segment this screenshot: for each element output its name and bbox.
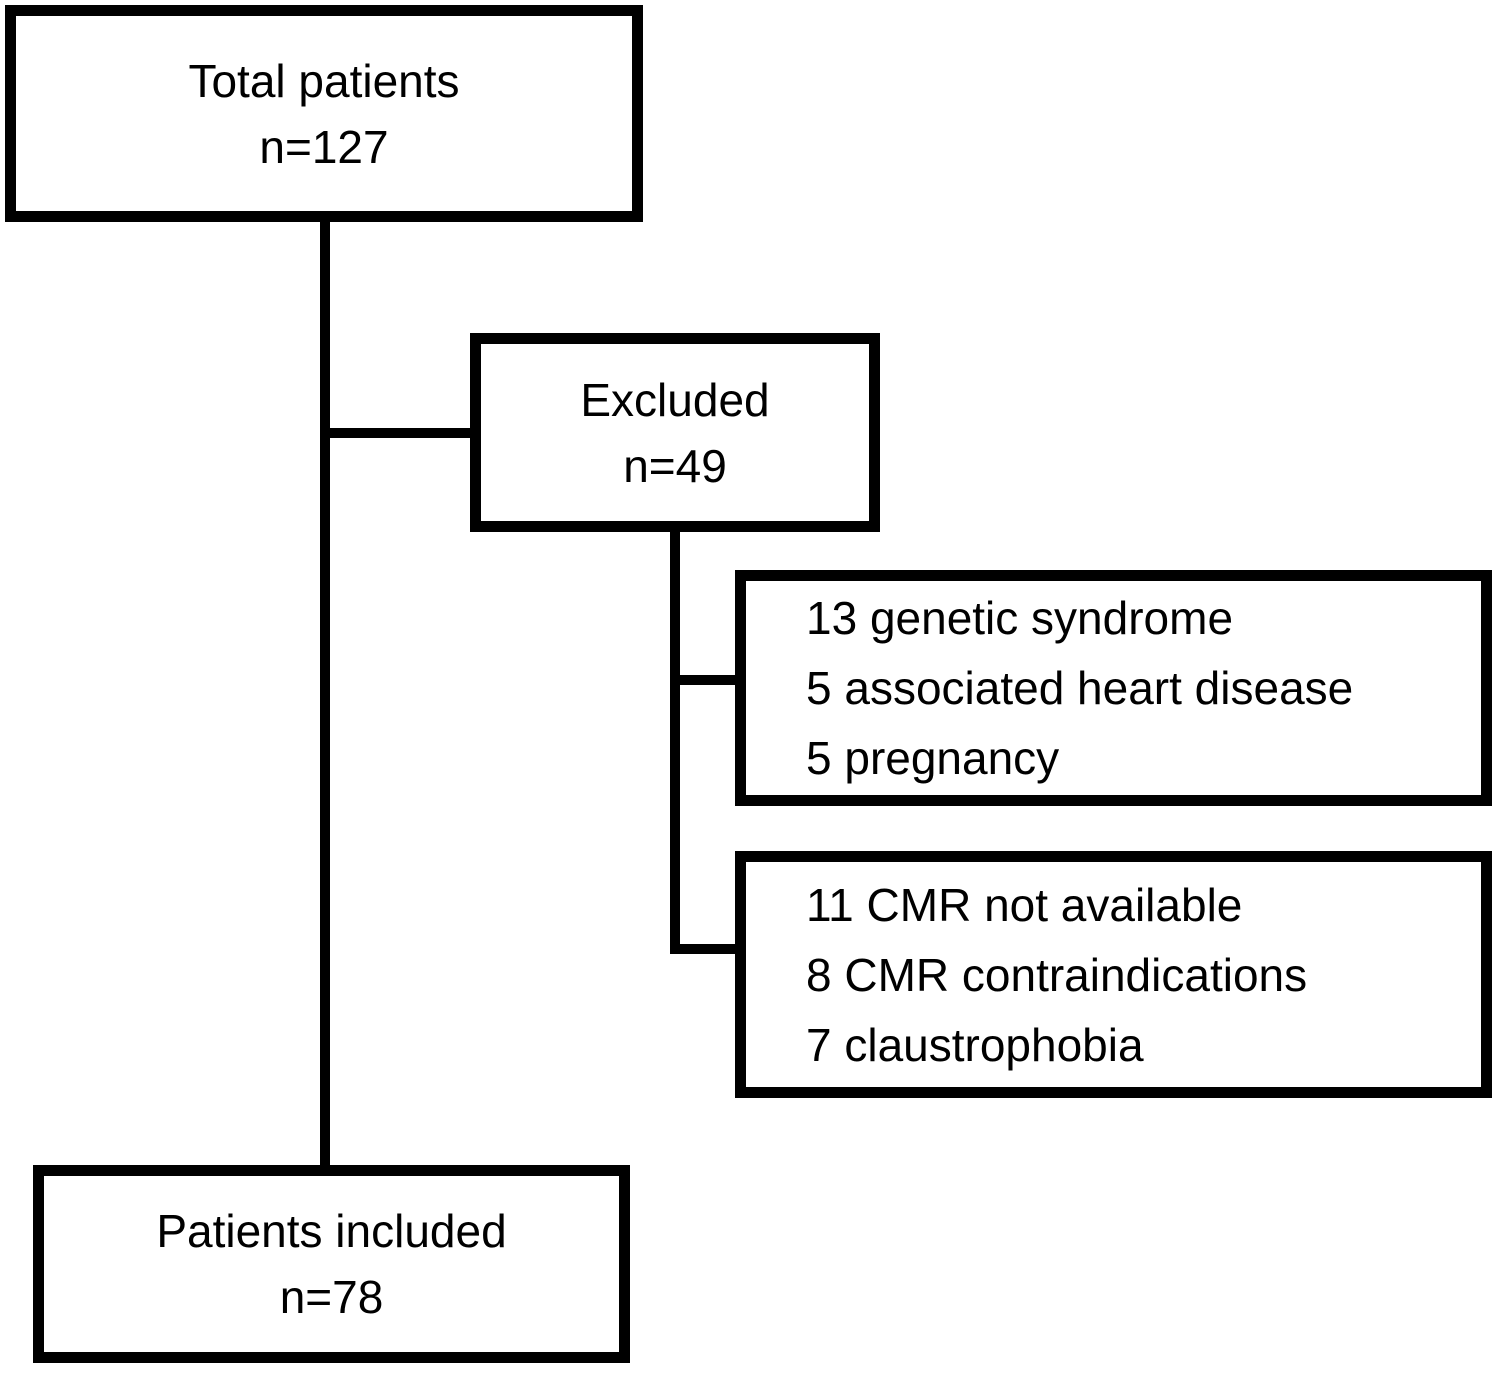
total-patients-count: n=127: [259, 120, 389, 173]
exclusion-reason-item: 5 associated heart disease: [806, 662, 1354, 714]
connector-total-to-included: [320, 220, 330, 1170]
patients-included-label: Patients included: [156, 1205, 507, 1257]
patients-included-count: n=78: [279, 1271, 384, 1323]
connector-branch-to-reasons-1: [680, 675, 735, 685]
exclusion-reason-item: 5 pregnancy: [806, 732, 1060, 784]
exclusion-reason-item: 13 genetic syndrome: [806, 592, 1234, 644]
connector-excluded-to-reasons: [670, 530, 680, 954]
connector-branch-to-excluded: [330, 428, 470, 438]
exclusion-reason-item: 11 CMR not available: [806, 878, 1243, 931]
total-patients-box: Total patients n=127: [5, 5, 643, 222]
excluded-label: Excluded: [580, 373, 770, 426]
exclusion-reason-item: 8 CMR contraindications: [806, 948, 1308, 1001]
total-patients-label: Total patients: [188, 54, 460, 107]
exclusion-reason-item: 7 claustrophobia: [806, 1018, 1144, 1071]
excluded-count: n=49: [623, 439, 727, 492]
connector-branch-to-reasons-2: [680, 944, 735, 954]
patients-included-box: Patients included n=78: [33, 1165, 630, 1363]
excluded-box: Excluded n=49: [470, 333, 880, 532]
exclusion-reasons-box-1: 13 genetic syndrome 5 associated heart d…: [735, 570, 1492, 806]
exclusion-reasons-box-2: 11 CMR not available 8 CMR contraindicat…: [735, 851, 1492, 1098]
